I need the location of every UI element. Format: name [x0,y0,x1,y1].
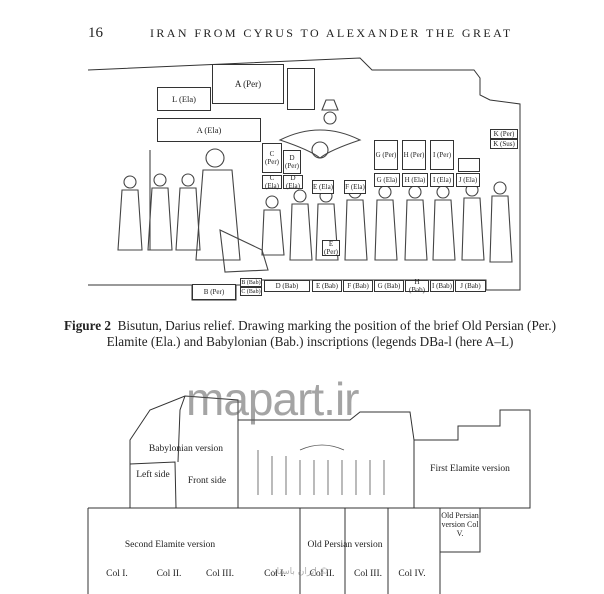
label-box-blank [287,68,315,110]
label-k-per: K (Per) [490,129,518,139]
label-h-ela: H (Ela) [402,173,428,187]
label-a-per: A (Per) [212,64,284,104]
col-label-elamite-2: Col II. [156,569,182,579]
col-label-persian-2: Col II. [309,569,335,579]
label-g-bab: G (Bab) [374,280,404,292]
label-k-sus: K (Sus) [490,139,518,149]
col-label-persian-1: Col I. [264,569,286,579]
label-i-ela: I (Ela) [430,173,454,187]
label-i-bab: I (Bab) [430,280,454,292]
caption-figure-number: Figure 2 [63,318,111,333]
label-e-per: E (Per) [322,240,340,256]
label-g-ela: G (Ela) [374,173,400,187]
label-d-bab: D (Bab) [264,280,310,292]
label-g-per: G (Per) [374,140,398,170]
label-d-per: D (Per) [283,150,301,174]
label-e-ela: E (Ela) [312,180,334,194]
label-b-per: B (Per) [192,284,236,300]
first-elamite-label: First Elamite version [430,464,510,474]
second-elamite-label: Second Elamite version [124,540,216,550]
watermark: mapart.ir [186,373,359,425]
label-c-ela: C (Ela) [262,174,282,190]
relief-drawing: A (Per) L (Ela) A (Ela) C (Per) D (Per) … [87,57,521,301]
running-title: IRAN FROM CYRUS TO ALEXANDER THE GREAT [150,26,513,40]
figure-caption: Figure 2 Bisutun, Darius relief. Drawing… [60,318,560,350]
caption-text: Bisutun, Darius relief. Drawing marking … [106,318,556,349]
label-box-blank-2 [458,158,480,172]
left-side-label: Left side [136,470,170,480]
label-e-bab: E (Bab) [312,280,342,292]
relief-outline [87,57,521,301]
label-d-ela: D (Ela) [283,174,303,190]
label-l-ela: L (Ela) [157,87,211,111]
label-h-per: H (Per) [402,140,426,170]
babylonian-version-label: Babylonian version [148,444,224,454]
label-i-per: I (Per) [430,140,454,170]
col-label-elamite-1: Col I. [106,569,128,579]
old-persian-label: Old Persian version [307,540,383,550]
label-j-bab: J (Bab) [455,280,486,292]
label-c-per: C (Per) [262,143,282,173]
watermark-sub: ایران باستان © [270,567,329,577]
label-c-bab: C (Bab) [240,287,262,296]
label-f-bab: F (Bab) [343,280,373,292]
col-label-persian-4: Col IV. [398,569,426,579]
page-number: 16 [88,25,103,41]
label-j-ela: J (Ela) [456,173,480,187]
old-persian-col5-label: Old Persian version Col V. [441,511,479,538]
front-side-label: Front side [187,476,227,486]
label-b-bab: B (Bab) [240,278,262,287]
col-label-elamite-3: Col III. [206,569,234,579]
col-label-persian-3: Col III. [354,569,382,579]
label-f-ela: F (Ela) [344,180,366,194]
label-a-ela: A (Ela) [157,118,261,142]
label-h-bab: H (Bab) [405,278,429,294]
